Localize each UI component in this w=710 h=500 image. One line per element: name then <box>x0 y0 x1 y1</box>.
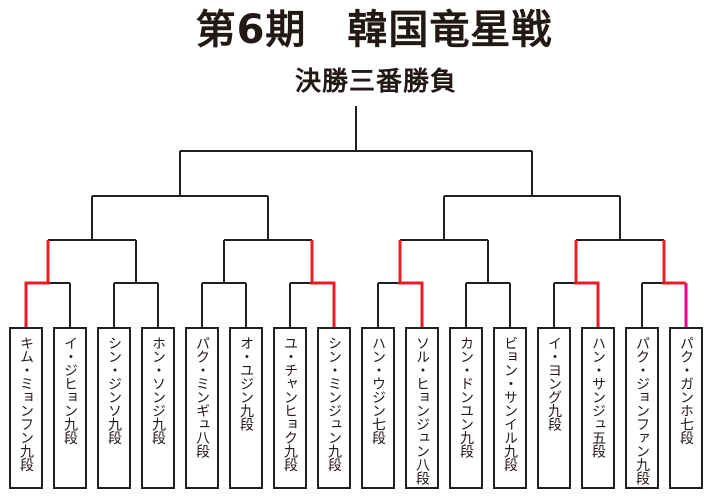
player-box: ソル・ヒョンジュン八段 <box>405 327 439 489</box>
player-name: パク・ガンホ七段 <box>678 336 694 444</box>
player-name: カン・ドンユン九段 <box>458 336 474 458</box>
winner-path <box>574 240 600 328</box>
player-name: パク・ジョンファン九段 <box>634 336 650 485</box>
winner-path <box>398 240 424 328</box>
player-box: ホン・ソンジ九段 <box>141 327 175 489</box>
player-box: キム・ミョンフン九段 <box>9 327 43 489</box>
player-box: パク・ミンギュ八段 <box>185 327 219 489</box>
player-name: ユ・チャンヒョク九段 <box>282 336 298 471</box>
player-box: ビョン・サンイル九段 <box>493 327 527 489</box>
player-name: キム・ミョンフン九段 <box>18 336 34 471</box>
player-name: オ・ユジン九段 <box>238 336 254 431</box>
player-box: ハン・サンジュ五段 <box>581 327 615 489</box>
player-name: パク・ミンギュ八段 <box>194 336 210 458</box>
subtitle: 決勝三番勝負 <box>294 67 458 97</box>
player-name: シン・ジンソ九段 <box>106 336 122 444</box>
player-box: シン・ミンジュン九段 <box>317 327 351 489</box>
player-name: イ・ジヒョン九段 <box>62 336 78 444</box>
player-box: パク・ガンホ七段 <box>669 327 703 489</box>
player-box: カン・ドンユン九段 <box>449 327 483 489</box>
player-box: ユ・チャンヒョク九段 <box>273 327 307 489</box>
player-box: イ・ヨング九段 <box>537 327 571 489</box>
player-name: ハン・ウジン七段 <box>370 336 386 444</box>
page-title: 第6期 韓国竜星戦 <box>195 7 553 53</box>
player-name: ビョン・サンイル九段 <box>502 336 518 471</box>
player-name: ハン・サンジュ五段 <box>590 336 606 458</box>
winner-path <box>310 240 336 328</box>
player-name: ソル・ヒョンジュン八段 <box>414 336 430 485</box>
winner-path <box>24 240 50 328</box>
player-box: ハン・ウジン七段 <box>361 327 395 489</box>
player-box: パク・ジョンファン九段 <box>625 327 659 489</box>
player-name: ホン・ソンジ九段 <box>150 336 166 444</box>
player-box: イ・ジヒョン九段 <box>53 327 87 489</box>
bracket-skeleton-lines <box>25 106 687 328</box>
player-box: オ・ユジン九段 <box>229 327 263 489</box>
winner-path <box>662 240 686 285</box>
player-box: シン・ジンソ九段 <box>97 327 131 489</box>
player-name: イ・ヨング九段 <box>546 336 562 431</box>
player-name: シン・ミンジュン九段 <box>326 336 342 471</box>
